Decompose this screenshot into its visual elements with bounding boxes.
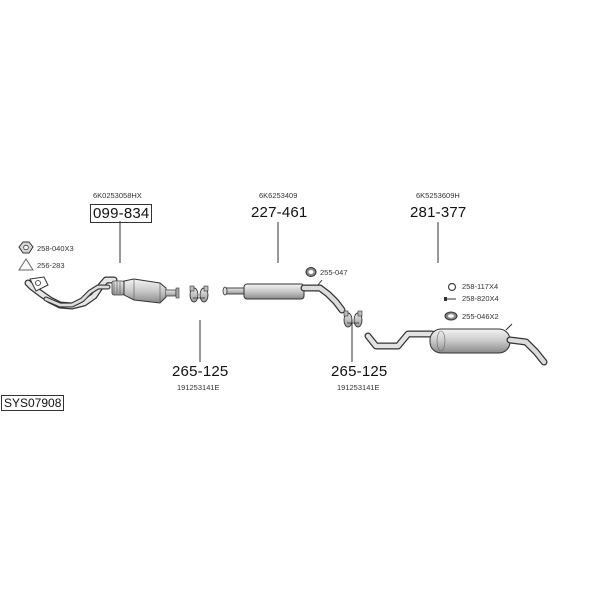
middle-silencer-part-number[interactable]: 227-461 xyxy=(251,204,308,221)
rear-hanger-part-number[interactable]: 255-046X2 xyxy=(462,312,499,321)
bolt-icon xyxy=(444,297,456,301)
nut-part-number[interactable]: 258-040X3 xyxy=(37,244,74,253)
rear-silencer-drawing xyxy=(364,323,548,366)
front-clamp-drawing xyxy=(189,285,209,303)
rear-bolt-part-number[interactable]: 258-820X4 xyxy=(462,294,499,303)
middle-clamp-drawing xyxy=(343,310,363,328)
front-pipe-drawing xyxy=(24,276,180,310)
front-pipe-oe-number: 6K0253058HX xyxy=(93,191,142,200)
middle-silencer-drawing xyxy=(222,279,346,314)
hex-nut-icon xyxy=(18,241,34,254)
system-id-badge: SYS07908 xyxy=(1,395,65,411)
leader-lines xyxy=(119,221,439,362)
middle-silencer-oe-number: 6K6253409 xyxy=(259,191,298,200)
ring-icon xyxy=(447,282,457,292)
front-pipe-part-number[interactable]: 099-834 xyxy=(90,204,153,223)
rear-silencer-oe-number: 6K5253609H xyxy=(416,191,460,200)
hanger-icon xyxy=(444,311,458,321)
middle-clamp-part-number[interactable]: 265-125 xyxy=(331,363,388,380)
rear-ring-part-number[interactable]: 258-117X4 xyxy=(462,282,499,291)
mid-ring-part-number[interactable]: 255-047 xyxy=(320,268,348,277)
front-clamp-part-number[interactable]: 265-125 xyxy=(172,363,229,380)
gasket-part-number[interactable]: 256-283 xyxy=(37,261,65,270)
front-clamp-oe-number: 191253141E xyxy=(177,383,220,392)
triangle-gasket-icon xyxy=(18,258,34,271)
middle-clamp-oe-number: 191253141E xyxy=(337,383,380,392)
rear-silencer-part-number[interactable]: 281-377 xyxy=(410,204,467,221)
rubber-ring-icon xyxy=(305,267,317,277)
